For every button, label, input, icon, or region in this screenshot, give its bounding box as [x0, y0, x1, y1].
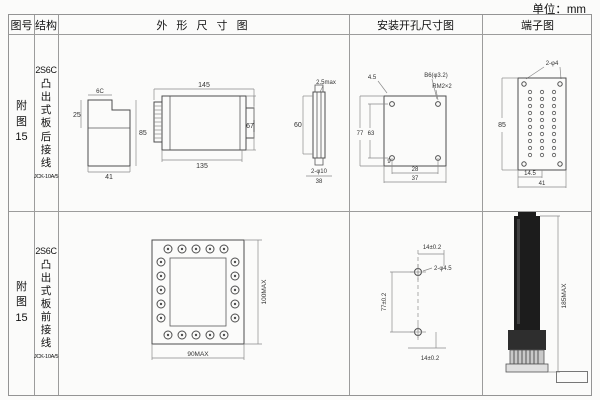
dim-label: 41 — [105, 174, 113, 181]
structure-char: 凸 — [40, 78, 52, 91]
row2-side-view: 185MAX — [505, 212, 568, 373]
header-mounting: 安装开孔尺寸图 — [377, 19, 454, 32]
unit-label: 单位：mm — [532, 4, 586, 16]
base-plate-view — [556, 371, 588, 383]
dim-label: 145 — [198, 82, 210, 89]
header-terminal: 端子图 — [521, 19, 554, 32]
dim-label: 67 — [246, 123, 254, 130]
dim-label: 185MAX — [561, 283, 568, 309]
fig-char: 图 — [16, 296, 27, 309]
row1-fig-no: 附 图 15 — [9, 34, 34, 211]
fig-number: 15 — [15, 131, 28, 144]
col-divider-2 — [58, 15, 59, 395]
fig-number: 15 — [15, 311, 28, 324]
dim-label: 14±0.2 — [423, 245, 442, 251]
header-structure: 结构 — [35, 19, 57, 32]
fig-char: 附 — [16, 100, 27, 113]
model-code: 2S6C — [35, 65, 57, 76]
structure-char: 出 — [40, 91, 52, 104]
dim-label: 60 — [294, 122, 302, 129]
row1-outline-profile-view: 2.5max 60 2-φ10 38 — [294, 80, 336, 185]
row1-outline-front-view: 145 135 67 — [153, 82, 256, 170]
dim-label: 77±0.2 — [382, 292, 388, 311]
type-code: JCK-10A/5 — [33, 173, 59, 180]
structure-char: 出 — [40, 271, 52, 284]
col-divider-4 — [482, 15, 483, 395]
dim-label: 28 — [412, 167, 419, 173]
structure-char: 前 — [40, 311, 52, 324]
dim-label: 37 — [412, 176, 419, 182]
fig-char: 附 — [16, 280, 27, 293]
structure-char: 接 — [40, 143, 52, 156]
dim-label: 14±0.2 — [421, 356, 440, 362]
dim-label: RM2×2 — [432, 84, 452, 90]
type-code: JCK-10A/5 — [33, 354, 59, 361]
row1-terminal-view: 2-φ4 85 14.5 41 — [498, 61, 567, 188]
structure-char: 板 — [40, 117, 52, 130]
row2-fig-no: 附 图 15 — [9, 211, 34, 395]
dim-label: 38 — [316, 179, 323, 185]
model-code: 2S6C — [35, 245, 57, 256]
header-divider — [9, 34, 591, 35]
dim-label: B6(φ3.2) — [424, 73, 448, 79]
structure-char: 式 — [40, 284, 52, 297]
row1-mounting-view: 4.5 B6(φ3.2) RM2×2 77 63 9 28 37 — [357, 73, 452, 183]
dim-label: 85 — [498, 122, 506, 129]
header-outline: 外 形 尺 寸 图 — [156, 19, 251, 32]
dim-label: 25 — [73, 112, 81, 119]
header-fig-no: 图号 — [10, 19, 33, 32]
dim-label: 2-φ10 — [311, 169, 328, 175]
dim-label: 77 — [357, 131, 364, 137]
structure-char: 接 — [40, 324, 52, 337]
dim-label: 90MAX — [187, 351, 209, 358]
col-divider-1 — [34, 15, 35, 395]
dim-label: 85 — [139, 130, 147, 137]
dim-label: 2-φ4.5 — [434, 266, 452, 272]
dim-label: 135 — [196, 163, 208, 170]
row1-structure: 2S6C 凸 出 式 板 后 接 线 JCK-10A/5 — [33, 34, 59, 211]
row2-outline-front-view: 100MAX 90MAX — [151, 239, 268, 360]
row-divider — [9, 211, 591, 212]
dim-label: 6C — [96, 89, 104, 95]
structure-char: 后 — [40, 130, 52, 143]
dim-label: 63 — [368, 131, 375, 137]
structure-char: 线 — [40, 156, 52, 169]
structure-char: 线 — [40, 337, 52, 350]
dim-label: 2.5max — [316, 80, 336, 86]
row2-structure: 2S6C 凸 出 式 板 前 接 线 JCK-10A/5 — [33, 211, 59, 395]
structure-char: 式 — [40, 104, 52, 117]
structure-char: 凸 — [40, 258, 52, 271]
fig-char: 图 — [16, 115, 27, 128]
dim-label: 14.5 — [524, 171, 536, 177]
dim-label: 2-φ4 — [546, 61, 559, 67]
col-divider-3 — [349, 15, 350, 395]
dim-label: 41 — [539, 181, 546, 187]
dim-label: 100MAX — [261, 279, 268, 305]
spec-table: 图号 结构 外 形 尺 寸 图 安装开孔尺寸图 端子图 附 图 15 2S6C … — [8, 14, 592, 396]
dim-label: 9 — [387, 159, 391, 165]
dim-label: 4.5 — [368, 75, 377, 81]
row2-mounting-view: 14±0.2 2-φ4.5 77±0.2 14±0.2 — [382, 245, 452, 362]
structure-char: 板 — [40, 297, 52, 310]
row1-outline-side-view: 6C 25 85 41 — [73, 89, 147, 181]
